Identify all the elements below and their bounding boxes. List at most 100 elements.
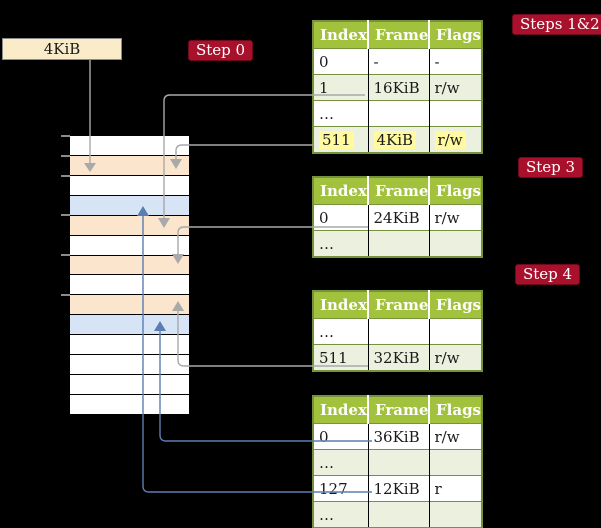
table-cell: 32KiB <box>368 344 430 371</box>
column-header: Flags <box>429 21 482 49</box>
table-cell <box>368 449 430 476</box>
cell-text: r/w <box>434 130 466 149</box>
table-row: 0 - - <box>313 48 482 75</box>
table-cell: 0 <box>313 423 369 450</box>
cell-text: 12KiB <box>373 479 420 498</box>
table-cell: 36KiB <box>368 423 430 450</box>
memory-frame-row-white <box>70 136 189 156</box>
column-header: Flags <box>429 177 482 205</box>
memory-frame-row-peach <box>70 295 189 316</box>
memory-tick <box>61 254 70 256</box>
table-cell: r <box>429 475 482 502</box>
memory-frame-row-peach <box>70 255 189 276</box>
cell-text: 0 <box>319 52 329 71</box>
cell-text: 511 <box>319 130 354 149</box>
table-cell: 127 <box>313 475 369 502</box>
column-header: Frame <box>368 396 430 424</box>
table-row: 127 12KiB r <box>313 475 482 502</box>
column-header: Frame <box>368 21 430 49</box>
table-cell: … <box>313 230 369 257</box>
cell-text: r <box>434 479 442 498</box>
memory-frame-row-peach <box>70 215 189 236</box>
badge-step-0: Step 0 <box>188 40 254 61</box>
table-cell: r/w <box>429 126 482 153</box>
table-cell: r/w <box>429 423 482 450</box>
cell-text: - <box>434 52 440 71</box>
frame-size-label: 4KiB <box>43 40 81 58</box>
memory-frame-row-white <box>70 375 189 395</box>
table-cell <box>368 230 430 257</box>
table-cell: 0 <box>313 204 369 231</box>
cell-text: … <box>319 453 334 472</box>
column-header: Index <box>313 291 369 319</box>
cell-text: … <box>319 104 334 123</box>
column-header: Frame <box>368 291 430 319</box>
table-cell: 511 <box>313 344 369 371</box>
table-cell: … <box>313 318 369 345</box>
table-row: … <box>313 100 482 127</box>
table-cell: r/w <box>429 204 482 231</box>
table-cell: … <box>313 100 369 127</box>
table-cell: 16KiB <box>368 74 430 101</box>
memory-tick <box>61 214 70 216</box>
cell-text: 24KiB <box>373 208 420 227</box>
cell-text: 511 <box>319 348 348 367</box>
cell-text: r/w <box>434 208 460 227</box>
table-cell <box>429 230 482 257</box>
table-cell: 1 <box>313 74 369 101</box>
memory-tick <box>61 155 70 157</box>
table-cell: 4KiB <box>368 126 430 153</box>
memory-frame-row-blue <box>70 195 189 216</box>
cell-text: - <box>373 52 379 71</box>
table-cell <box>429 318 482 345</box>
table-cell: … <box>313 501 369 528</box>
column-header: Flags <box>429 396 482 424</box>
table-row: … <box>313 230 482 257</box>
table-cell: - <box>368 48 430 75</box>
physical-memory-stack <box>70 136 189 414</box>
memory-frame-row-peach <box>70 155 189 176</box>
table-cell: 24KiB <box>368 204 430 231</box>
column-header: Index <box>313 177 369 205</box>
arrow-entry511-to-frame-4kib <box>175 144 313 160</box>
memory-frame-row-blue <box>70 315 189 336</box>
frame-size-box: 4KiB <box>2 38 122 60</box>
table-row: … <box>313 449 482 476</box>
cell-text: 16KiB <box>373 78 420 97</box>
badge-step-3: Step 3 <box>518 157 584 178</box>
cell-text: 36KiB <box>373 427 420 446</box>
column-header: Flags <box>429 291 482 319</box>
cell-text: r/w <box>434 427 460 446</box>
cell-text: r/w <box>434 348 460 367</box>
table-row: … <box>313 318 482 345</box>
table-cell <box>429 449 482 476</box>
table-cell <box>429 100 482 127</box>
table-cell <box>368 318 430 345</box>
column-header: Frame <box>368 177 430 205</box>
cell-text: 127 <box>319 479 348 498</box>
memory-frame-row-white <box>70 394 189 414</box>
memory-frame-row-white <box>70 275 189 296</box>
memory-tick <box>61 135 70 137</box>
table-row: 0 36KiB r/w <box>313 423 482 450</box>
memory-frame-row-white <box>70 175 189 196</box>
table-row: 511 32KiB r/w <box>313 344 482 371</box>
cell-text: 0 <box>319 427 329 446</box>
table-cell: 12KiB <box>368 475 430 502</box>
memory-tick <box>61 175 70 177</box>
table-cell: 0 <box>313 48 369 75</box>
table-cell: r/w <box>429 344 482 371</box>
badge-steps-1-2: Steps 1&2 <box>512 14 601 35</box>
cell-text: 32KiB <box>373 348 420 367</box>
memory-frame-row-white <box>70 235 189 256</box>
column-header: Index <box>313 21 369 49</box>
cell-text: … <box>319 234 334 253</box>
